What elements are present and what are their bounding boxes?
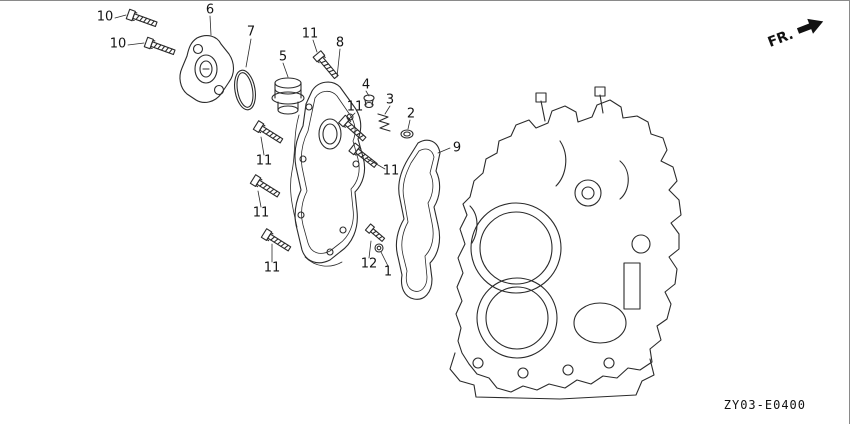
callout-part-8: 8 bbox=[335, 35, 345, 51]
engine-block-drawing bbox=[449, 86, 682, 400]
callout-part-10: 10 bbox=[96, 9, 114, 25]
spring-drawing bbox=[377, 113, 391, 132]
callout-part-3: 3 bbox=[385, 92, 395, 108]
thermostat-drawing bbox=[271, 77, 305, 115]
fr-arrow-icon bbox=[796, 18, 824, 34]
diagram-code: ZY03-E0400 bbox=[724, 398, 806, 412]
callout-part-11: 11 bbox=[346, 99, 364, 115]
callout-part-11: 11 bbox=[263, 260, 281, 276]
fr-direction-arrow: FR. bbox=[766, 18, 824, 51]
callout-part-11: 11 bbox=[382, 163, 400, 179]
leader-lines bbox=[114, 14, 451, 267]
callout-part-11: 11 bbox=[252, 205, 270, 221]
callout-part-6: 6 bbox=[205, 2, 215, 18]
callout-part-9: 9 bbox=[452, 140, 462, 156]
cover-plate-drawing bbox=[290, 81, 384, 267]
callout-part-11: 11 bbox=[255, 153, 273, 169]
callout-part-5: 5 bbox=[278, 49, 288, 65]
callout-part-2: 2 bbox=[406, 106, 416, 122]
small-ring-drawing bbox=[400, 129, 414, 139]
oring-drawing bbox=[234, 69, 256, 111]
fr-label: FR. bbox=[766, 27, 796, 51]
callout-part-12: 12 bbox=[360, 256, 378, 272]
callout-part-11: 11 bbox=[301, 26, 319, 42]
gasket-drawing bbox=[395, 139, 441, 300]
callout-part-1: 1 bbox=[383, 264, 393, 280]
valve-seat-drawing bbox=[363, 94, 375, 109]
grommet-cover-drawing bbox=[179, 35, 235, 103]
callout-part-10: 10 bbox=[109, 36, 127, 52]
callout-part-4: 4 bbox=[361, 77, 371, 93]
callout-part-7: 7 bbox=[246, 24, 256, 40]
